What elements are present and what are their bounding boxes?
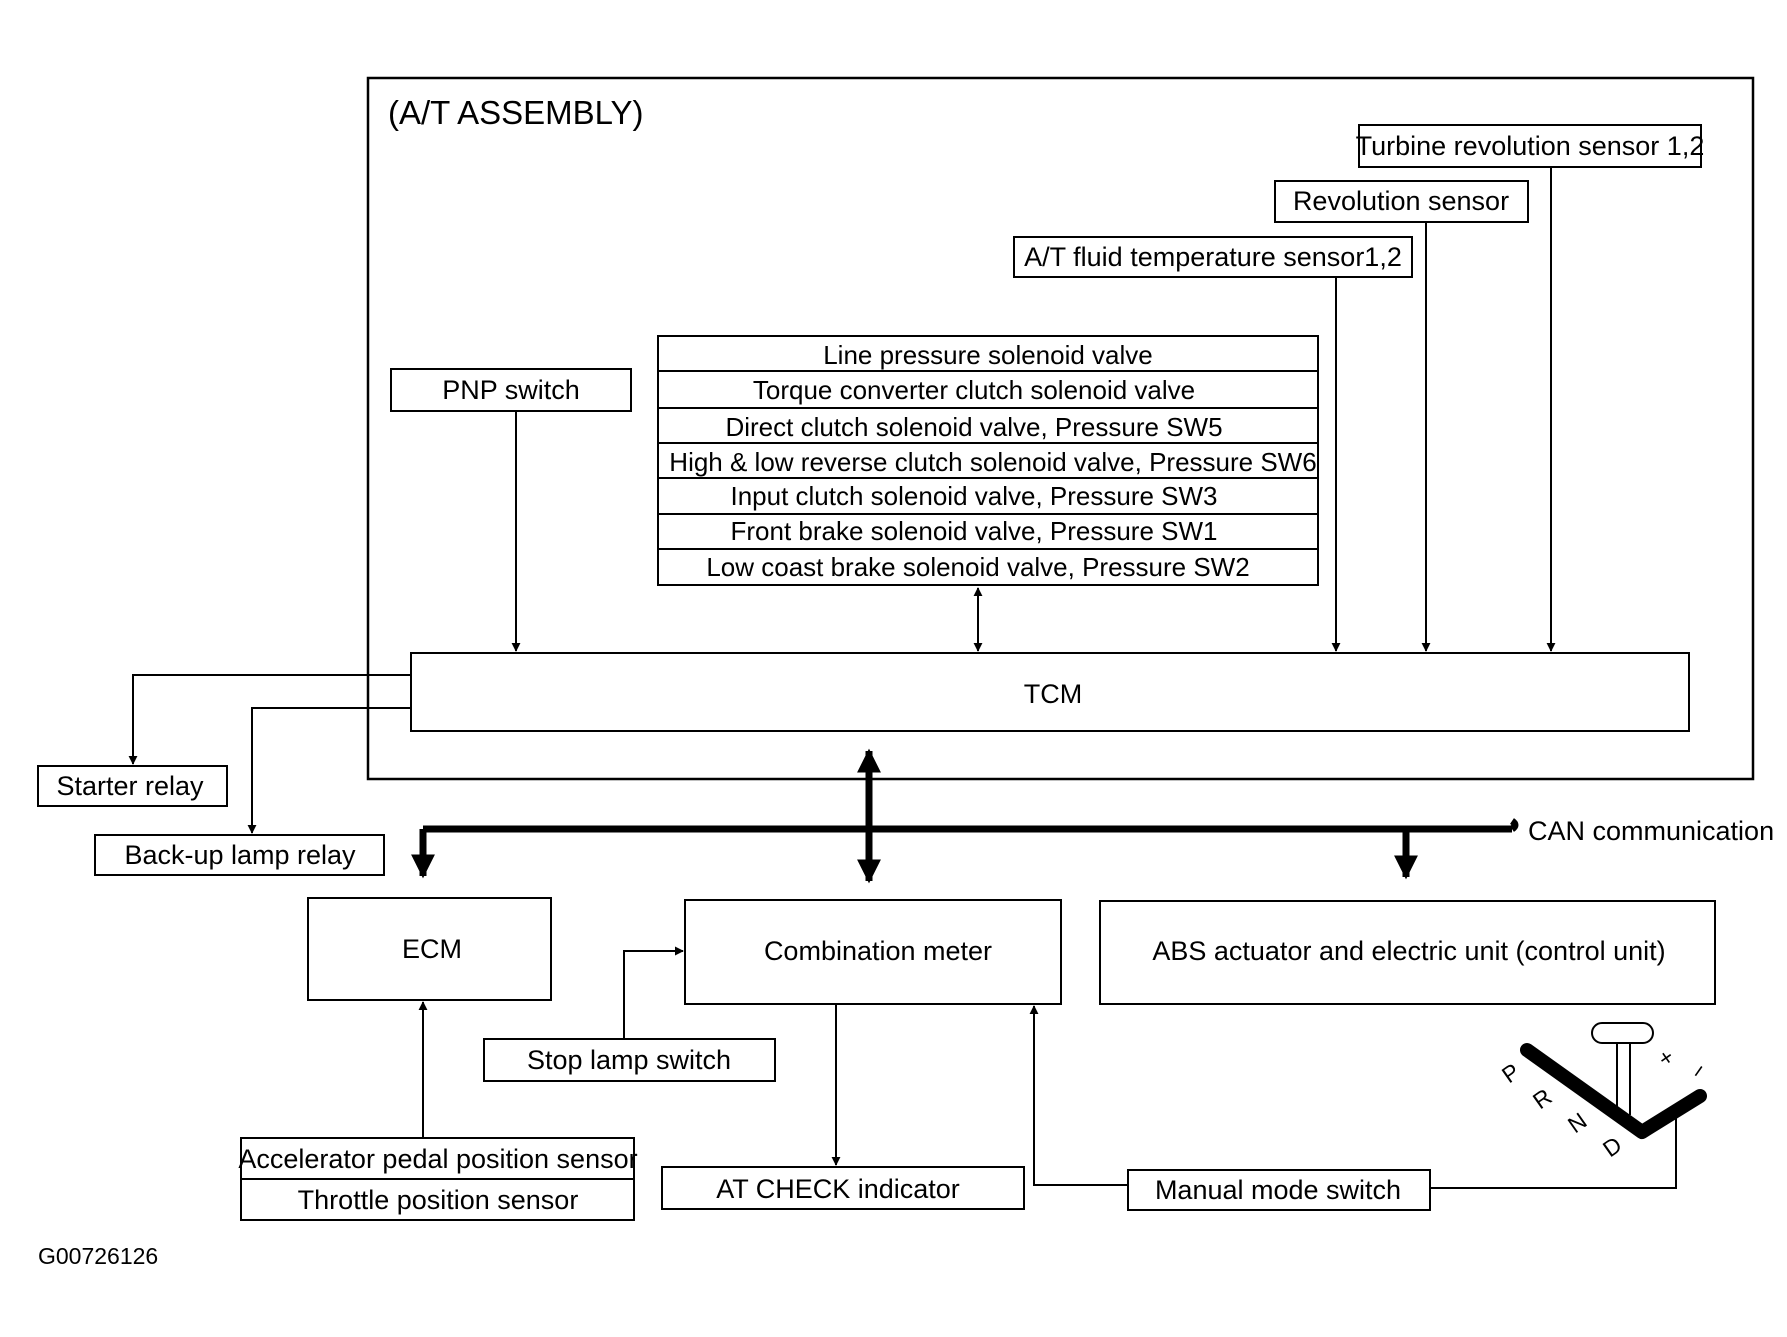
shifter-plus: + bbox=[1653, 1043, 1679, 1072]
manual-mode-switch-label: Manual mode switch bbox=[1155, 1175, 1401, 1205]
at-assembly-frame bbox=[366, 76, 1755, 781]
ecm-input-sensors: Accelerator pedal position sensor Thrott… bbox=[238, 1137, 638, 1221]
solenoid-row: Input clutch solenoid valve, Pressure SW… bbox=[730, 481, 1217, 511]
shifter-position-r: R bbox=[1528, 1083, 1557, 1114]
shift-gate bbox=[1520, 1043, 1707, 1139]
starter-relay-label: Starter relay bbox=[56, 771, 204, 801]
fluid-temperature-sensor-label: A/T fluid temperature sensor1,2 bbox=[1024, 242, 1402, 272]
abs-unit-label: ABS actuator and electric unit (control … bbox=[1152, 936, 1665, 966]
shifter-to-manual-switch-wire bbox=[1430, 1112, 1677, 1189]
pnp-switch: PNP switch bbox=[390, 368, 632, 412]
combination-meter-label: Combination meter bbox=[764, 936, 992, 966]
pnp-switch-label: PNP switch bbox=[442, 375, 580, 405]
at-check-indicator: AT CHECK indicator bbox=[661, 1166, 1025, 1210]
throttle-position-sensor-label: Throttle position sensor bbox=[298, 1185, 579, 1215]
fluid-temperature-sensor: A/T fluid temperature sensor1,2 bbox=[1013, 236, 1413, 278]
at-check-indicator-label: AT CHECK indicator bbox=[716, 1174, 960, 1204]
solenoid-row: Direct clutch solenoid valve, Pressure S… bbox=[725, 412, 1222, 442]
tcm-to-starter-relay-wire bbox=[128, 674, 411, 765]
solenoid-valve-table: Line pressure solenoid valve Torque conv… bbox=[657, 335, 1319, 586]
backup-lamp-relay-label: Back-up lamp relay bbox=[124, 840, 356, 870]
shifter-minus: − bbox=[1684, 1058, 1713, 1084]
shifter-position-p: P bbox=[1497, 1058, 1524, 1088]
stop-lamp-to-meter-wire bbox=[623, 946, 684, 1039]
starter-relay: Starter relay bbox=[37, 765, 228, 807]
solenoid-row: Low coast brake solenoid valve, Pressure… bbox=[706, 552, 1249, 582]
shift-lever-illustration: P R N D + − bbox=[1497, 1022, 1713, 1162]
figure-id: G00726126 bbox=[38, 1243, 158, 1269]
solenoid-row: Line pressure solenoid valve bbox=[823, 340, 1153, 370]
tcm-label: TCM bbox=[1024, 679, 1082, 709]
combination-meter-box: Combination meter bbox=[684, 899, 1062, 1005]
tcm-to-backup-relay-wire bbox=[247, 707, 411, 834]
ecm-box: ECM bbox=[307, 897, 552, 1001]
abs-unit-box: ABS actuator and electric unit (control … bbox=[1099, 900, 1716, 1005]
manual-mode-switch: Manual mode switch bbox=[1127, 1169, 1431, 1211]
solenoid-row: Torque converter clutch solenoid valve bbox=[753, 375, 1195, 405]
turbine-revolution-sensor-label: Turbine revolution sensor 1,2 bbox=[1356, 131, 1705, 161]
shifter-position-d: D bbox=[1598, 1131, 1627, 1162]
revolution-sensor-label: Revolution sensor bbox=[1293, 186, 1509, 216]
tcm-box: TCM bbox=[410, 652, 1690, 732]
manual-switch-to-meter-wire bbox=[1029, 1005, 1128, 1186]
accelerator-pedal-sensor-label: Accelerator pedal position sensor bbox=[238, 1144, 637, 1174]
solenoid-row: High & low reverse clutch solenoid valve… bbox=[669, 447, 1316, 477]
backup-lamp-relay: Back-up lamp relay bbox=[94, 834, 385, 876]
at-assembly-title: (A/T ASSEMBLY) bbox=[388, 94, 644, 131]
stop-lamp-switch-label: Stop lamp switch bbox=[527, 1045, 731, 1075]
turbine-revolution-sensor: Turbine revolution sensor 1,2 bbox=[1356, 124, 1705, 168]
revolution-sensor: Revolution sensor bbox=[1274, 180, 1529, 223]
shift-knob-icon bbox=[1591, 1022, 1654, 1044]
ecm-label: ECM bbox=[402, 934, 462, 964]
solenoid-row: Front brake solenoid valve, Pressure SW1 bbox=[731, 516, 1218, 546]
can-bus-end bbox=[1509, 818, 1519, 832]
can-communication-label: CAN communication bbox=[1528, 816, 1774, 846]
stop-lamp-switch: Stop lamp switch bbox=[483, 1038, 776, 1082]
shifter-position-n: N bbox=[1563, 1107, 1592, 1138]
